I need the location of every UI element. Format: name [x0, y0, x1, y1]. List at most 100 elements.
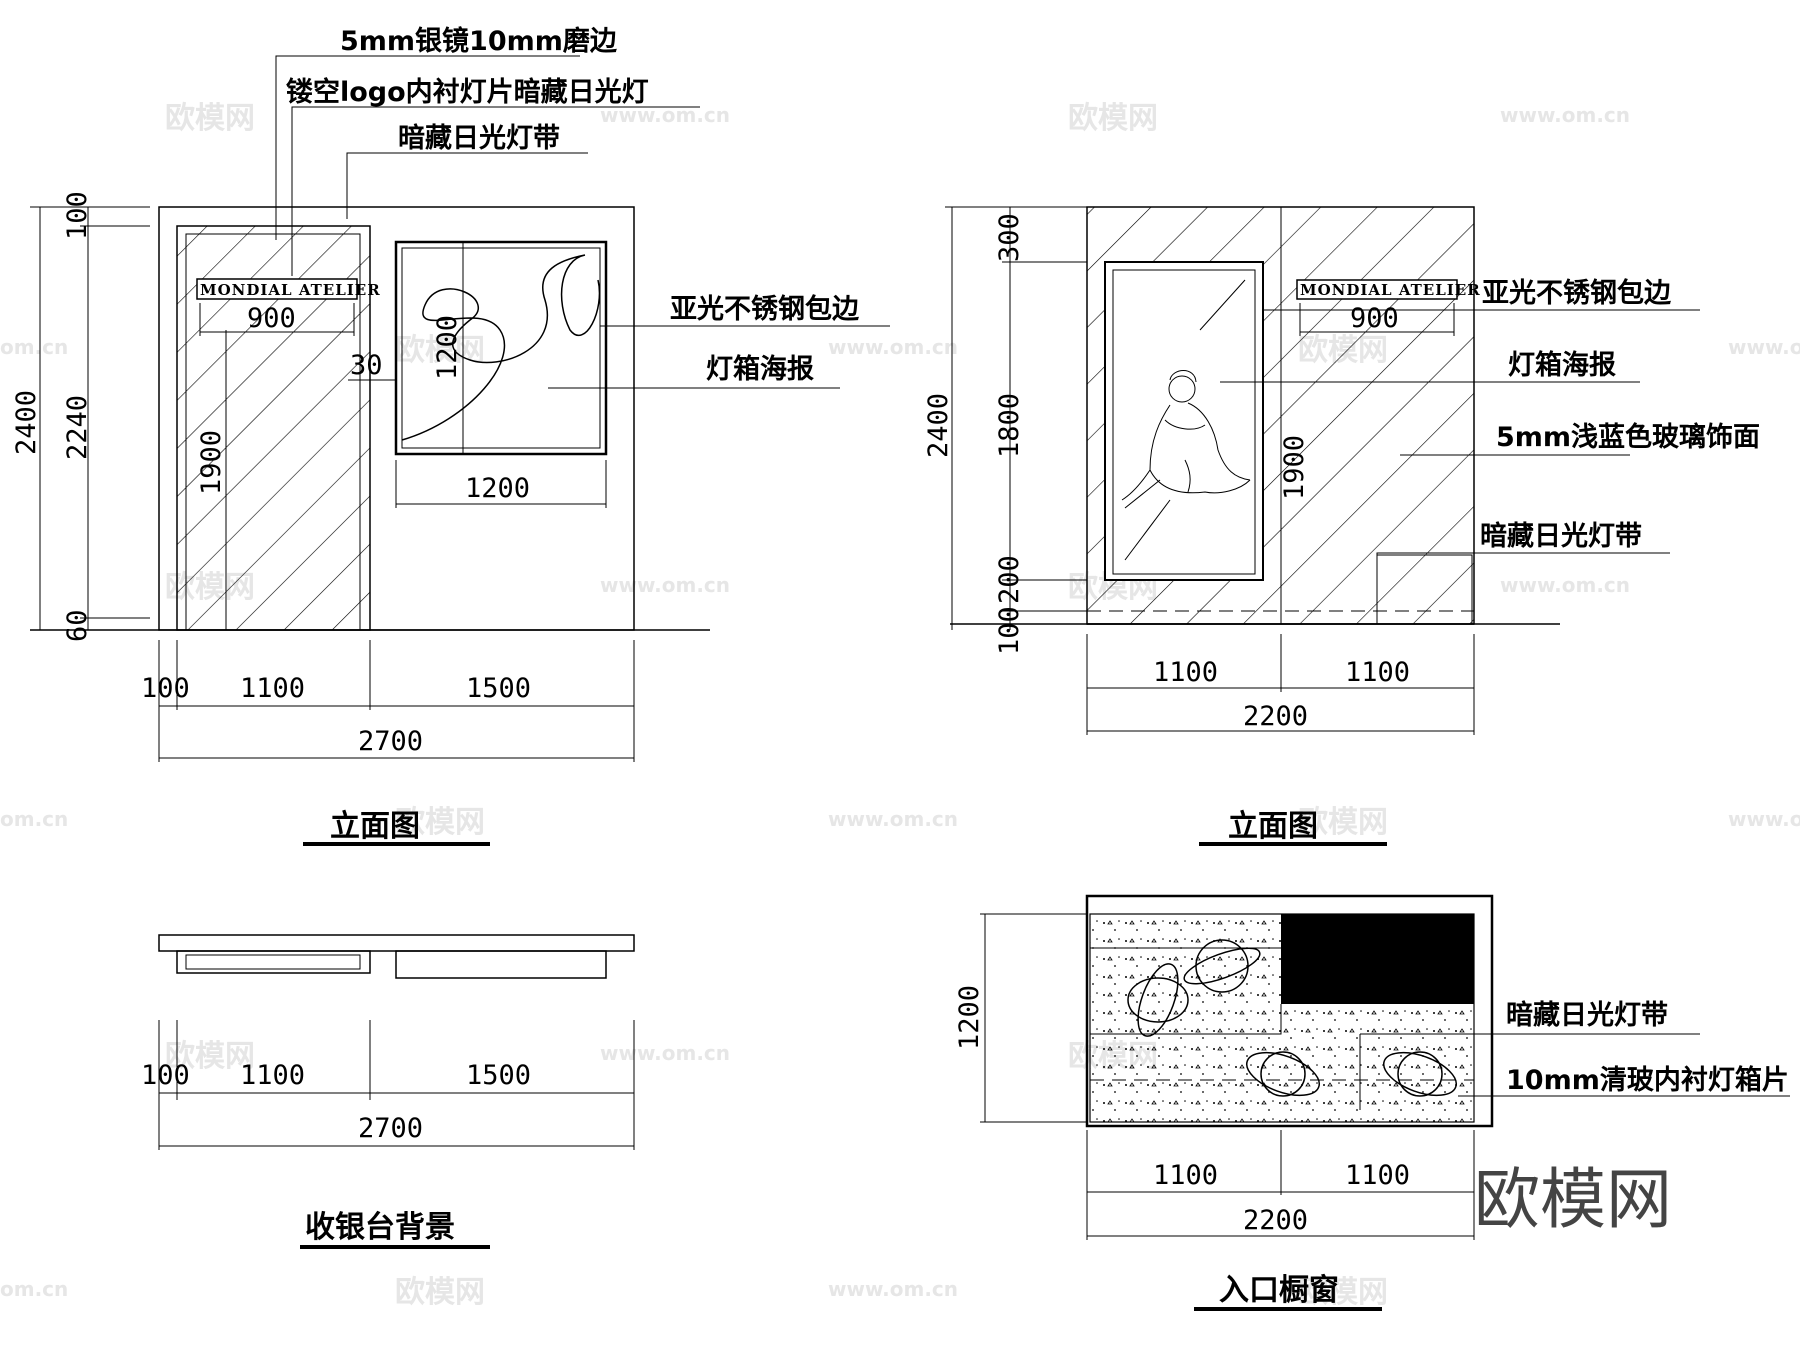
- orbit-graphic: [1127, 977, 1189, 1023]
- note-lightstrip: 暗藏日光灯带: [1480, 521, 1642, 552]
- watermark-url: www.om.cn: [1728, 335, 1800, 359]
- note-blue-glass: 5mm浅蓝色玻璃饰面: [1496, 421, 1760, 453]
- orbit-graphic: [1397, 1051, 1443, 1097]
- watermark-url: www.om.cn: [600, 1041, 730, 1065]
- watermark-url: www.om.cn: [1500, 573, 1630, 597]
- dim-overall-height: 2400: [923, 393, 954, 458]
- dim-top-gap: 100: [62, 191, 93, 240]
- leader-line: [1376, 552, 1670, 555]
- elevation-drawing-1: MONDIAL ATELIER 900 1200 30 1200 1900 10…: [11, 26, 890, 846]
- logo-plate: [196, 278, 358, 300]
- dim-lower: 200: [994, 555, 1025, 604]
- reflection-line: [1124, 499, 1171, 561]
- poster-box: [395, 950, 607, 979]
- logo-plate: [1296, 279, 1458, 300]
- dim-seg-mid: 1100: [240, 673, 305, 704]
- dim-overall-height: 2400: [11, 390, 42, 455]
- dim-poster-height: 1200: [432, 315, 463, 380]
- poster-inner: [401, 247, 601, 449]
- light-box: [1376, 554, 1473, 625]
- drawing-title: 立面图: [330, 809, 420, 844]
- dim-mid: 1800: [994, 393, 1025, 458]
- dim-seg-right: 1500: [466, 1060, 531, 1091]
- dim-logo-width: 900: [247, 303, 296, 334]
- dim-total-width: 2700: [358, 726, 423, 757]
- dim-inner-height: 2240: [62, 395, 93, 460]
- dim-poster-width: 1200: [465, 473, 530, 504]
- dim-seg-right: 1100: [1345, 657, 1410, 688]
- dim-seg-right: 1100: [1345, 1160, 1410, 1191]
- dim-total-width: 2200: [1243, 1205, 1308, 1236]
- leader-line: [291, 106, 700, 276]
- poster-window: [1104, 261, 1264, 581]
- note-clear-glass: 10mm清玻内衬灯箱片: [1506, 1064, 1789, 1096]
- drawing-title: 立面图: [1228, 809, 1318, 844]
- dim-seg-left: 1100: [1153, 657, 1218, 688]
- watermark-url: om.cn: [0, 335, 68, 359]
- dim-offset: 30: [350, 350, 383, 381]
- note-poster: 灯箱海报: [706, 353, 814, 385]
- brand-watermark-logo: 欧模网: [1474, 1161, 1672, 1238]
- window-frame: [1085, 894, 1494, 1128]
- dim-total-width: 2700: [358, 1113, 423, 1144]
- watermark: 欧模网: [165, 101, 255, 136]
- watermark-url: om.cn: [0, 807, 68, 831]
- dark-panel: [1281, 914, 1474, 1004]
- watermark: 欧模网: [165, 1039, 255, 1074]
- watermark: 欧模网: [395, 333, 485, 368]
- logo-text: MONDIAL ATELIER: [1300, 281, 1481, 299]
- dim-total-width: 2200: [1243, 701, 1308, 732]
- dim-seg-right: 1500: [466, 673, 531, 704]
- watermark-layer: 欧模网 欧模网 www.om.cn www.om.cn 欧模网 欧模网 om.c…: [0, 101, 1800, 1310]
- note-lightstrip: 暗藏日光灯带: [398, 123, 560, 154]
- note-poster: 灯箱海报: [1508, 349, 1616, 381]
- watermark-url: www.om.cn: [828, 1277, 958, 1301]
- mirror-box: [176, 950, 371, 974]
- logo-text: MONDIAL ATELIER: [200, 281, 381, 299]
- orbit-graphic: [1246, 1051, 1320, 1097]
- dim-logo-width: 900: [1350, 303, 1399, 334]
- drawing-title: 收银台背景: [305, 1210, 455, 1245]
- watermark: 欧模网: [395, 805, 485, 840]
- elevation-drawing-entry-window: 1200 1100 1100 2200 暗藏日光灯带 10mm清玻内衬灯箱片 入…: [954, 894, 1790, 1311]
- poster-figure: [1121, 370, 1251, 509]
- orbit-graphic: [1260, 1051, 1306, 1097]
- dim-door-height: 1900: [196, 430, 227, 495]
- note-steel-edge: 亚光不锈钢包边: [670, 293, 860, 325]
- dim-height: 1200: [954, 985, 985, 1050]
- watermark: 欧模网: [1298, 1275, 1388, 1310]
- watermark-url: www.om.cn: [1500, 103, 1630, 127]
- dim-seg-left: 1100: [1153, 1160, 1218, 1191]
- note-mirror: 5mm银镜10mm磨边: [340, 26, 618, 57]
- poster-frame: [394, 240, 608, 456]
- orbit-graphic: [1183, 947, 1261, 985]
- note-lightstrip: 暗藏日光灯带: [1506, 1000, 1668, 1031]
- reflection-line: [1199, 279, 1246, 331]
- watermark-url: www.om.cn: [600, 573, 730, 597]
- watermark-url: om.cn: [0, 1277, 68, 1301]
- poster-graphic: [401, 254, 601, 441]
- watermark-url: www.om.cn: [1728, 807, 1800, 831]
- counter-top: [158, 934, 635, 952]
- leader-line: [275, 55, 580, 240]
- plan-drawing-cashier: 100 1100 1500 2700 收银台背景: [141, 934, 635, 1249]
- dim-seg-left: 100: [141, 673, 190, 704]
- dim-seg-mid: 1100: [240, 1060, 305, 1091]
- elevation-drawing-2: MONDIAL ATELIER 900 1900 300 2400 1800 2…: [923, 206, 1760, 846]
- dim-bottom-gap: 60: [62, 609, 93, 642]
- orbit-graphic: [1383, 1051, 1457, 1097]
- leader-line: [346, 152, 588, 219]
- dim-seg-left: 100: [141, 1060, 190, 1091]
- watermark: 欧模网: [1068, 101, 1158, 136]
- note-logo: 镂空logo内衬灯片暗藏日光灯: [286, 76, 649, 108]
- orbit-graphic: [1137, 963, 1179, 1037]
- poster-inner: [1112, 269, 1256, 575]
- watermark: 欧模网: [1298, 805, 1388, 840]
- dim-top: 300: [994, 213, 1025, 262]
- dim-door-height: 1900: [1279, 435, 1310, 500]
- dim-bottom: 100: [994, 606, 1025, 655]
- drawing-title: 入口橱窗: [1219, 1273, 1339, 1308]
- note-steel-edge: 亚光不锈钢包边: [1482, 277, 1672, 309]
- watermark: 欧模网: [395, 1275, 485, 1310]
